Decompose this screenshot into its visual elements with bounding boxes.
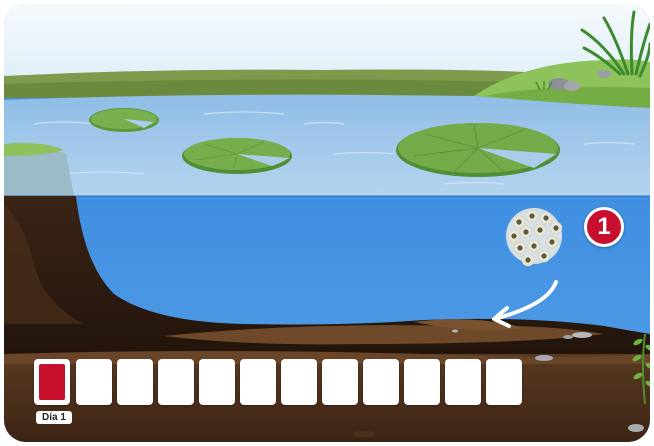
step-number-badge: 1 [584,207,624,247]
day-timeline: Día 1 [34,356,594,416]
day-cell-6[interactable] [240,359,276,405]
day-cell-8[interactable] [322,359,358,405]
lily-pad-icon [182,138,292,174]
day-cell-10[interactable] [404,359,440,405]
lily-pad-icon [396,123,560,177]
day-cell-2[interactable] [76,359,112,405]
pond-scene-frame: 1 Día 1 [4,4,650,442]
day-label: Día 1 [36,411,72,424]
lily-pad-icon [89,108,159,132]
day-cell-1[interactable] [34,359,70,405]
day-cell-11[interactable] [445,359,481,405]
day-cell-12[interactable] [486,359,522,405]
day-cell-7[interactable] [281,359,317,405]
day-cell-4[interactable] [158,359,194,405]
day-cell-3[interactable] [117,359,153,405]
step-number: 1 [597,213,610,241]
day-progress-fill [39,364,65,400]
day-cell-9[interactable] [363,359,399,405]
day-cell-5[interactable] [199,359,235,405]
